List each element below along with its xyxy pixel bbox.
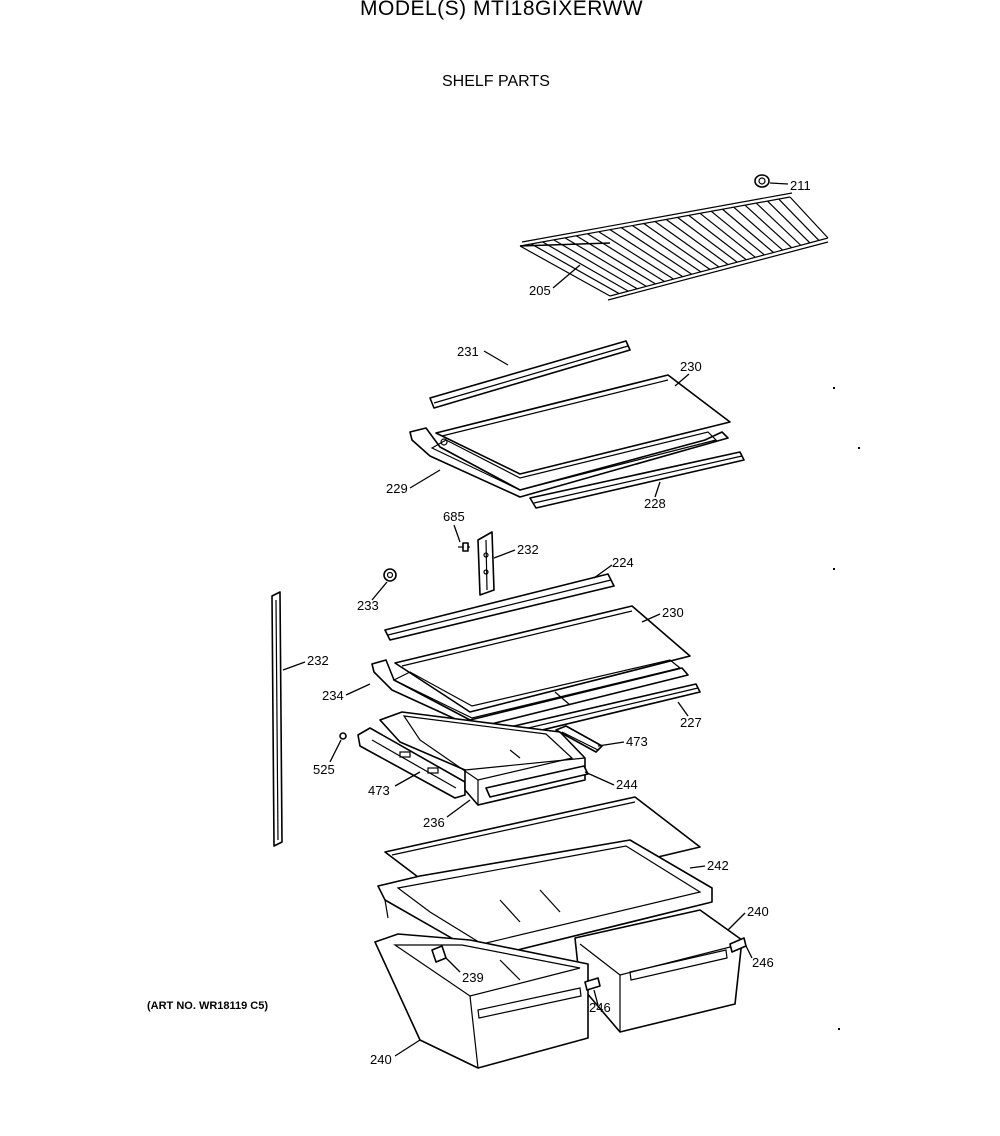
part-label-232-short: 232 [517, 542, 539, 557]
support-rail-232-long [271, 591, 283, 847]
shelf-stop-211 [754, 174, 770, 188]
glass-shelf-230-upper [435, 374, 731, 475]
screw-525 [339, 732, 347, 740]
trim-strip-231 [429, 340, 631, 409]
wire-shelf-205 [519, 192, 829, 301]
drawer-slide-246-left [584, 977, 601, 991]
part-label-473-right: 473 [626, 734, 648, 749]
shelf-wire-rod [587, 233, 665, 283]
page-title: MODEL(S) MTI18GIXERWW [360, 0, 644, 20]
shelf-wire-rod [767, 200, 811, 244]
shelf-wire-rod [677, 216, 738, 263]
part-label-230-middle: 230 [662, 605, 684, 620]
part-label-233: 233 [357, 598, 379, 613]
shelf-wire-rod [598, 231, 674, 280]
shelf-wire-rod [699, 212, 756, 258]
slide-rail-473-left [357, 727, 466, 799]
shelf-wire-rod [643, 223, 711, 270]
glass-shelf-230-middle [394, 605, 691, 713]
shelf-wire-rod [722, 208, 774, 253]
leader-lines [282, 182, 789, 1057]
part-label-240-right: 240 [747, 904, 769, 919]
part-label-244: 244 [616, 777, 638, 792]
shelf-wire-rod [542, 241, 629, 292]
part-label-240-left: 240 [370, 1052, 392, 1067]
shelf-wire-rod [632, 225, 702, 273]
trim-strip-228 [529, 451, 745, 509]
shelf-wire-rod [744, 204, 793, 249]
trim-strip-224 [384, 573, 615, 641]
shelf-wire-rod [755, 202, 802, 246]
shelf-wire-rod [575, 235, 656, 285]
shelf-frame-229 [409, 427, 729, 498]
part-label-228: 228 [644, 496, 666, 511]
shelf-wire-rod [564, 237, 647, 287]
part-label-236: 236 [423, 815, 445, 830]
screw-685 [458, 542, 470, 552]
part-label-246-right: 246 [752, 955, 774, 970]
shelf-wire-rod [654, 221, 720, 268]
scan-marks [833, 387, 860, 1030]
shelf-wire-rod [710, 210, 765, 256]
part-label-224: 224 [612, 555, 634, 570]
part-label-232-long: 232 [307, 653, 329, 668]
part-label-205: 205 [529, 283, 551, 298]
part-label-242: 242 [707, 858, 729, 873]
part-label-473-left: 473 [368, 783, 390, 798]
shelf-wire-rod [778, 198, 820, 241]
part-label-229: 229 [386, 481, 408, 496]
crisper-drawer-240-left [374, 933, 589, 1069]
part-label-246-left: 246 [589, 1000, 611, 1015]
part-label-227: 227 [680, 715, 702, 730]
shelf-wire-rod [665, 218, 729, 266]
section-title: SHELF PARTS [442, 73, 550, 90]
crisper-drawer-240-right [574, 909, 743, 1033]
shelf-wire-rod [609, 229, 683, 278]
support-bracket-232-short [477, 531, 495, 596]
part-label-525: 525 [313, 762, 335, 777]
part-label-211: 211 [790, 178, 811, 193]
art-number: (ART NO. WR18119 C5) [147, 1000, 269, 1012]
shelf-wire-rod [620, 227, 693, 275]
part-label-234: 234 [322, 688, 344, 703]
shelf-wire-rod [733, 206, 783, 251]
shelf-frame-234 [371, 659, 689, 729]
part-label-239: 239 [462, 970, 484, 985]
part-label-230-upper: 230 [680, 359, 702, 374]
part-label-685: 685 [443, 509, 465, 524]
shelf-wire-rod [553, 239, 638, 290]
shelf-stop-233 [383, 568, 397, 582]
shelf-wire-rod [688, 214, 747, 261]
part-label-231: 231 [457, 344, 479, 359]
